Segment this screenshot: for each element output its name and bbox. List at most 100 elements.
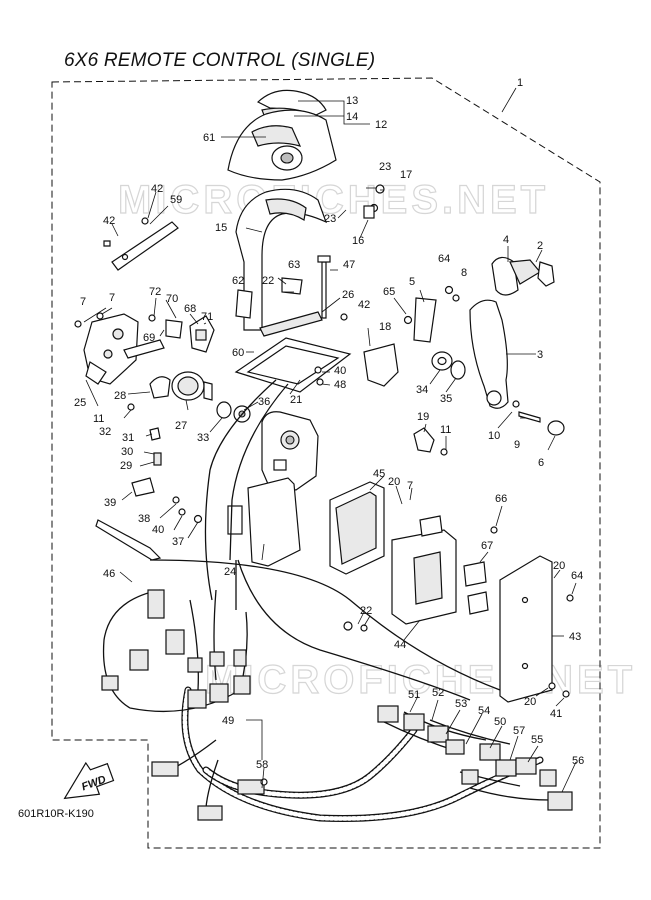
callout-19: 19 bbox=[417, 411, 429, 423]
control-housing bbox=[261, 411, 448, 491]
callout-10: 10 bbox=[488, 430, 500, 442]
bracket-plate bbox=[111, 221, 179, 271]
callout-2: 2 bbox=[537, 240, 543, 252]
callout-64-b: 64 bbox=[571, 570, 583, 582]
callout-62: 62 bbox=[232, 275, 244, 287]
callout-46: 46 bbox=[103, 568, 115, 580]
callout-69: 69 bbox=[143, 332, 155, 344]
callout-1: 1 bbox=[517, 77, 523, 89]
callout-57: 57 bbox=[513, 725, 525, 737]
watermark-bottom: MICROFICHES.NET bbox=[205, 658, 636, 702]
callout-25: 25 bbox=[74, 397, 86, 409]
callout-68: 68 bbox=[184, 303, 196, 315]
callout-40-b: 40 bbox=[152, 524, 164, 536]
callout-42-a: 42 bbox=[151, 183, 163, 195]
callout-27: 27 bbox=[175, 420, 187, 432]
callout-45: 45 bbox=[373, 468, 385, 480]
callout-38: 38 bbox=[138, 513, 150, 525]
neutral-switch-group bbox=[74, 312, 215, 385]
callout-41: 41 bbox=[550, 708, 562, 720]
callout-15: 15 bbox=[215, 222, 227, 234]
callout-36: 36 bbox=[258, 396, 270, 408]
relay-block bbox=[391, 515, 574, 698]
callout-20-c: 20 bbox=[524, 696, 536, 708]
callout-13: 13 bbox=[346, 95, 358, 107]
callout-22-b: 22 bbox=[360, 605, 372, 617]
callout-70: 70 bbox=[166, 293, 178, 305]
callout-18: 18 bbox=[379, 321, 391, 333]
potentiometer-group bbox=[127, 371, 251, 524]
callout-7-a: 7 bbox=[80, 296, 86, 308]
lever-cover-group bbox=[227, 89, 337, 331]
callout-56: 56 bbox=[572, 755, 584, 767]
callout-71: 71 bbox=[201, 311, 213, 323]
callout-34: 34 bbox=[416, 384, 428, 396]
callout-11-b: 11 bbox=[440, 424, 451, 436]
callout-64-a: 64 bbox=[438, 253, 450, 265]
callout-54: 54 bbox=[478, 705, 490, 717]
callout-44: 44 bbox=[394, 639, 406, 651]
callout-72: 72 bbox=[149, 286, 161, 298]
cable-tie bbox=[95, 519, 162, 561]
callout-32: 32 bbox=[99, 426, 111, 438]
callout-22-a: 22 bbox=[262, 275, 274, 287]
diagram-title: 6X6 REMOTE CONTROL (SINGLE) bbox=[64, 50, 376, 71]
callout-66: 66 bbox=[495, 493, 507, 505]
callout-42-b: 42 bbox=[103, 215, 115, 227]
callout-26: 26 bbox=[342, 289, 354, 301]
callout-30: 30 bbox=[121, 446, 133, 458]
callout-28: 28 bbox=[114, 390, 126, 402]
callout-55: 55 bbox=[531, 734, 543, 746]
mounting-bracket bbox=[499, 555, 553, 703]
lever-arm-group bbox=[452, 256, 565, 436]
callout-50: 50 bbox=[494, 716, 506, 728]
callout-23-b: 23 bbox=[324, 213, 336, 225]
shaft-bracket bbox=[363, 343, 399, 387]
callout-6: 6 bbox=[538, 457, 544, 469]
callout-20-a: 20 bbox=[388, 476, 400, 488]
callout-9: 9 bbox=[514, 439, 520, 451]
callout-67: 67 bbox=[481, 540, 493, 552]
callout-12: 12 bbox=[375, 119, 387, 131]
callout-42-c: 42 bbox=[358, 299, 370, 311]
callout-29: 29 bbox=[120, 460, 132, 472]
callout-31: 31 bbox=[122, 432, 134, 444]
callout-17: 17 bbox=[400, 169, 412, 181]
callout-59: 59 bbox=[170, 194, 182, 206]
callout-numbers: 1 2 3 4 5 6 7 7 7 8 9 10 11 11 12 13 14 … bbox=[74, 77, 584, 771]
callout-21: 21 bbox=[290, 394, 302, 406]
callout-47: 47 bbox=[343, 259, 355, 271]
callout-5: 5 bbox=[409, 276, 415, 288]
fwd-arrow: FWD bbox=[63, 761, 115, 800]
small-screws-top bbox=[103, 184, 454, 325]
callout-7-c: 7 bbox=[407, 480, 413, 492]
diagram-code: 601R10R-K190 bbox=[18, 808, 94, 820]
callout-8: 8 bbox=[461, 267, 467, 279]
callout-35: 35 bbox=[440, 393, 452, 405]
watermark-top: MICROFICHES.NET bbox=[118, 178, 549, 222]
assembly-outline bbox=[51, 77, 601, 849]
callout-61: 61 bbox=[203, 132, 215, 144]
callout-51: 51 bbox=[408, 689, 420, 701]
callout-14: 14 bbox=[346, 111, 358, 123]
friction-plate bbox=[235, 289, 253, 319]
callout-33: 33 bbox=[197, 432, 209, 444]
callout-24: 24 bbox=[224, 566, 236, 578]
callout-48: 48 bbox=[334, 379, 346, 391]
callout-65: 65 bbox=[383, 286, 395, 298]
callout-39: 39 bbox=[104, 497, 116, 509]
connectors bbox=[101, 589, 573, 821]
detent-plate bbox=[413, 297, 437, 343]
circlip bbox=[450, 360, 466, 380]
callout-40-a: 40 bbox=[334, 365, 346, 377]
callout-58: 58 bbox=[256, 759, 268, 771]
harness-bracket bbox=[247, 477, 301, 567]
callout-63: 63 bbox=[288, 259, 300, 271]
callout-43: 43 bbox=[569, 631, 581, 643]
callout-16: 16 bbox=[352, 235, 364, 247]
callout-53: 53 bbox=[455, 698, 467, 710]
callout-60: 60 bbox=[232, 347, 244, 359]
callout-37: 37 bbox=[172, 536, 184, 548]
